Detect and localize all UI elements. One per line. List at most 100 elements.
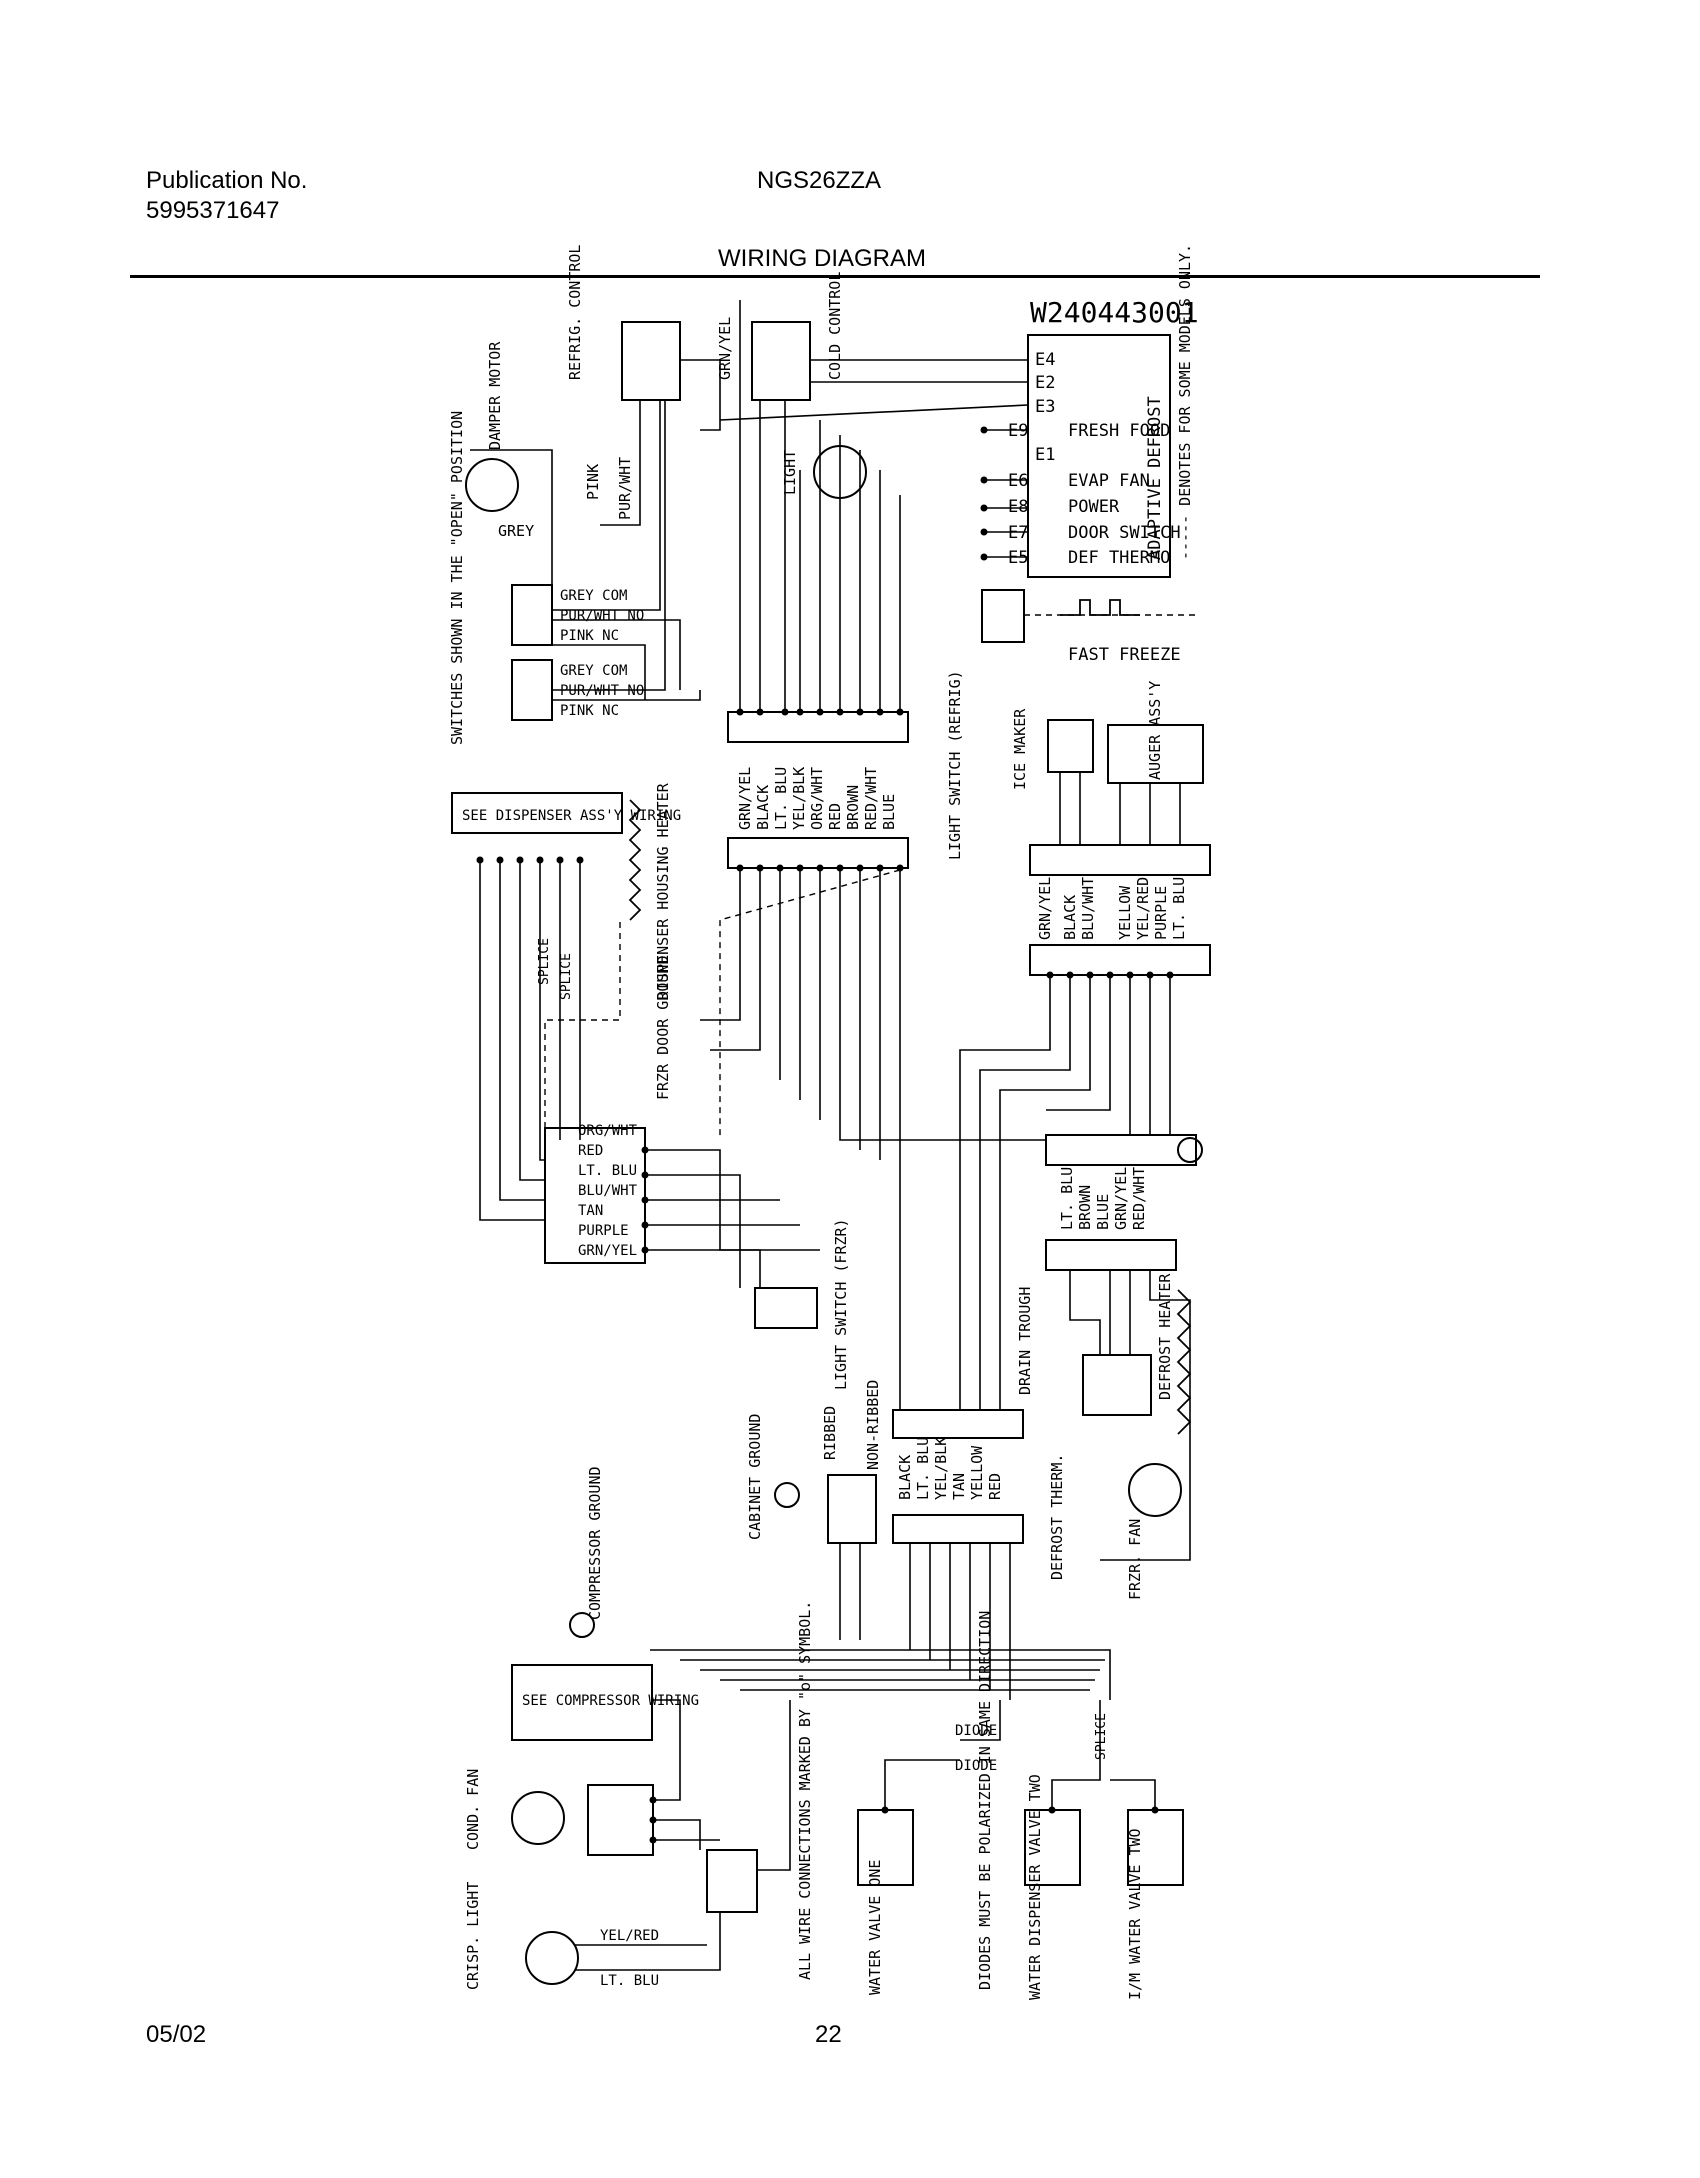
- valve-three-label: I/M WATER VALVE TWO: [1126, 1828, 1144, 2000]
- auger-label: AUGER ASS'Y: [1146, 681, 1164, 780]
- ice-harness-connector: [1029, 944, 1211, 976]
- cold-control-label: COLD CONTROL: [826, 272, 844, 380]
- publication-label: Publication No.: [146, 167, 308, 194]
- ice-connector: [1029, 844, 1211, 876]
- cond-fan-label: COND. FAN: [464, 1769, 482, 1850]
- light-switch-frzr: [754, 1287, 818, 1329]
- ice-color-3: BLU/WHT: [1079, 877, 1097, 940]
- damper-switch-1: [511, 584, 553, 646]
- cond-fan-connector: [587, 1784, 654, 1856]
- compressor-ground-label: COMPRESSOR GROUND: [586, 1466, 604, 1620]
- defrost-therm-label: DEFROST THERM.: [1048, 1454, 1066, 1580]
- ice-color-1: GRN/YEL: [1036, 877, 1054, 940]
- harness-color-4: YEL/BLK: [790, 767, 808, 830]
- board-label-def-thermo: DEF THERMO: [1068, 548, 1170, 568]
- lower-color-1: BLACK: [896, 1455, 914, 1500]
- damper-sw1-pur: PUR/WHT NO: [560, 608, 644, 624]
- crisp-light: [525, 1931, 579, 1985]
- lower-harness-connector: [892, 1514, 1024, 1544]
- drain-trough-label: DRAIN TROUGH: [1016, 1287, 1034, 1395]
- door-color-1: ORG/WHT: [578, 1123, 638, 1139]
- door-connector: [544, 1127, 646, 1264]
- damper-sw2-grey: GREY COM: [560, 663, 627, 679]
- yel-red-label: YEL/RED: [600, 1928, 659, 1944]
- ground-symbols: [569, 1137, 1203, 1638]
- diode-label-1: DIODE: [955, 1723, 997, 1739]
- board-note: ----- DENOTES FOR SOME MODELS ONLY.: [1176, 244, 1194, 560]
- board-label-fresh-food: FRESH FOOD: [1068, 421, 1170, 441]
- damper-sw2-pur: PUR/WHT NO: [560, 683, 644, 699]
- harness-color-2: BLACK: [754, 785, 772, 830]
- harness-color-5: ORG/WHT: [808, 767, 826, 830]
- ice-color-6: PURPLE: [1152, 886, 1170, 940]
- main-harness-connector: [727, 837, 909, 869]
- valve-two-label: WATER DISPENSER VALVE TWO: [1026, 1774, 1044, 2000]
- connection-dots: [476, 426, 1174, 1844]
- grey-label: GREY: [498, 522, 534, 540]
- door-color-4: BLU/WHT: [578, 1183, 638, 1199]
- heaters: [628, 599, 1192, 1435]
- frzr-fan-motor: [1128, 1463, 1182, 1517]
- part-number: W240443001: [1030, 296, 1199, 329]
- lt-blu-label: LT. BLU: [600, 1973, 659, 1989]
- page-number: 22: [815, 2021, 842, 2048]
- dispenser-wiring-box: [451, 792, 623, 834]
- door-color-2: RED: [578, 1143, 603, 1159]
- page-title: WIRING DIAGRAM: [718, 245, 926, 272]
- board-label-power: POWER: [1068, 497, 1120, 517]
- splice-label-3: SPLICE: [1094, 1713, 1109, 1760]
- splice-label-1: SPLICE: [537, 938, 552, 985]
- grn-yel-label: GRN/YEL: [716, 317, 734, 380]
- publication-number: 5995371647: [146, 197, 280, 224]
- board-terminal-e4: E4: [1035, 350, 1055, 370]
- valve-one-label: WATER VALVE ONE: [866, 1860, 884, 1995]
- frzr-door-ground-label: FRZR DOOR GROUND: [654, 956, 672, 1101]
- harness-color-7: BROWN: [844, 785, 862, 830]
- light-label: LIGHT: [781, 450, 799, 495]
- wire-note: ALL WIRE CONNECTIONS MARKED BY "o" SYMBO…: [796, 1601, 814, 1980]
- ice-maker-label: ICE MAKER: [1011, 708, 1029, 790]
- ice-color-5: YEL/RED: [1134, 877, 1152, 940]
- fast-freeze-label: FAST FREEZE: [1068, 645, 1181, 665]
- lower-color-6: RED: [986, 1473, 1004, 1500]
- board-terminal-e7: E7: [1008, 523, 1028, 543]
- board-terminal-e1: E1: [1035, 445, 1055, 465]
- pur-wht-label: PUR/WHT: [616, 457, 634, 520]
- main-connector: [727, 711, 909, 743]
- pink-label: PINK: [584, 464, 602, 500]
- diode-note: DIODES MUST BE POLARIZED IN SAME DIRECTI…: [976, 1611, 994, 1990]
- board-terminal-e3: E3: [1035, 397, 1055, 417]
- splice-label-2: SPLICE: [559, 953, 574, 1000]
- defrost-color-1: LT. BLU: [1058, 1167, 1076, 1230]
- compressor-wiring-box: [511, 1664, 653, 1741]
- board-title: ADAPTIVE DEFROST: [1145, 396, 1165, 560]
- ribbed-label: RIBBED: [821, 1406, 839, 1460]
- lower-color-3: YEL/BLK: [932, 1437, 950, 1500]
- wires: [470, 300, 1191, 1971]
- cabinet-ground-label: CABINET GROUND: [746, 1414, 764, 1540]
- harness-color-1: GRN/YEL: [736, 767, 754, 830]
- footer-date: 05/02: [146, 2021, 207, 2048]
- board-terminal-e9: E9: [1008, 421, 1028, 441]
- harness-color-8: RED/WHT: [862, 767, 880, 830]
- defrost-color-3: BLUE: [1094, 1194, 1112, 1230]
- harness-color-9: BLUE: [880, 794, 898, 830]
- ribbed-block: [827, 1474, 877, 1544]
- lower-color-2: LT. BLU: [914, 1437, 932, 1500]
- board-terminal-e5: E5: [1008, 548, 1028, 568]
- door-color-6: PURPLE: [578, 1223, 629, 1239]
- optional-wires: [544, 614, 1200, 1140]
- door-color-5: TAN: [578, 1203, 603, 1219]
- door-color-3: LT. BLU: [578, 1163, 637, 1179]
- defrost-therm-block: [1082, 1354, 1152, 1416]
- fast-freeze-switch: [981, 589, 1025, 643]
- title-rule: [130, 275, 1540, 278]
- see-dispenser-label: SEE DISPENSER ASS'Y WIRING: [462, 808, 681, 824]
- door-color-7: GRN/YEL: [578, 1243, 637, 1259]
- refrig-control-label: REFRIG. CONTROL: [566, 245, 584, 380]
- ice-maker-box: [1047, 719, 1094, 773]
- board-label-door-switch: DOOR SWITCH: [1068, 523, 1181, 543]
- control-board: [1027, 334, 1171, 578]
- crisp-connector: [706, 1849, 758, 1913]
